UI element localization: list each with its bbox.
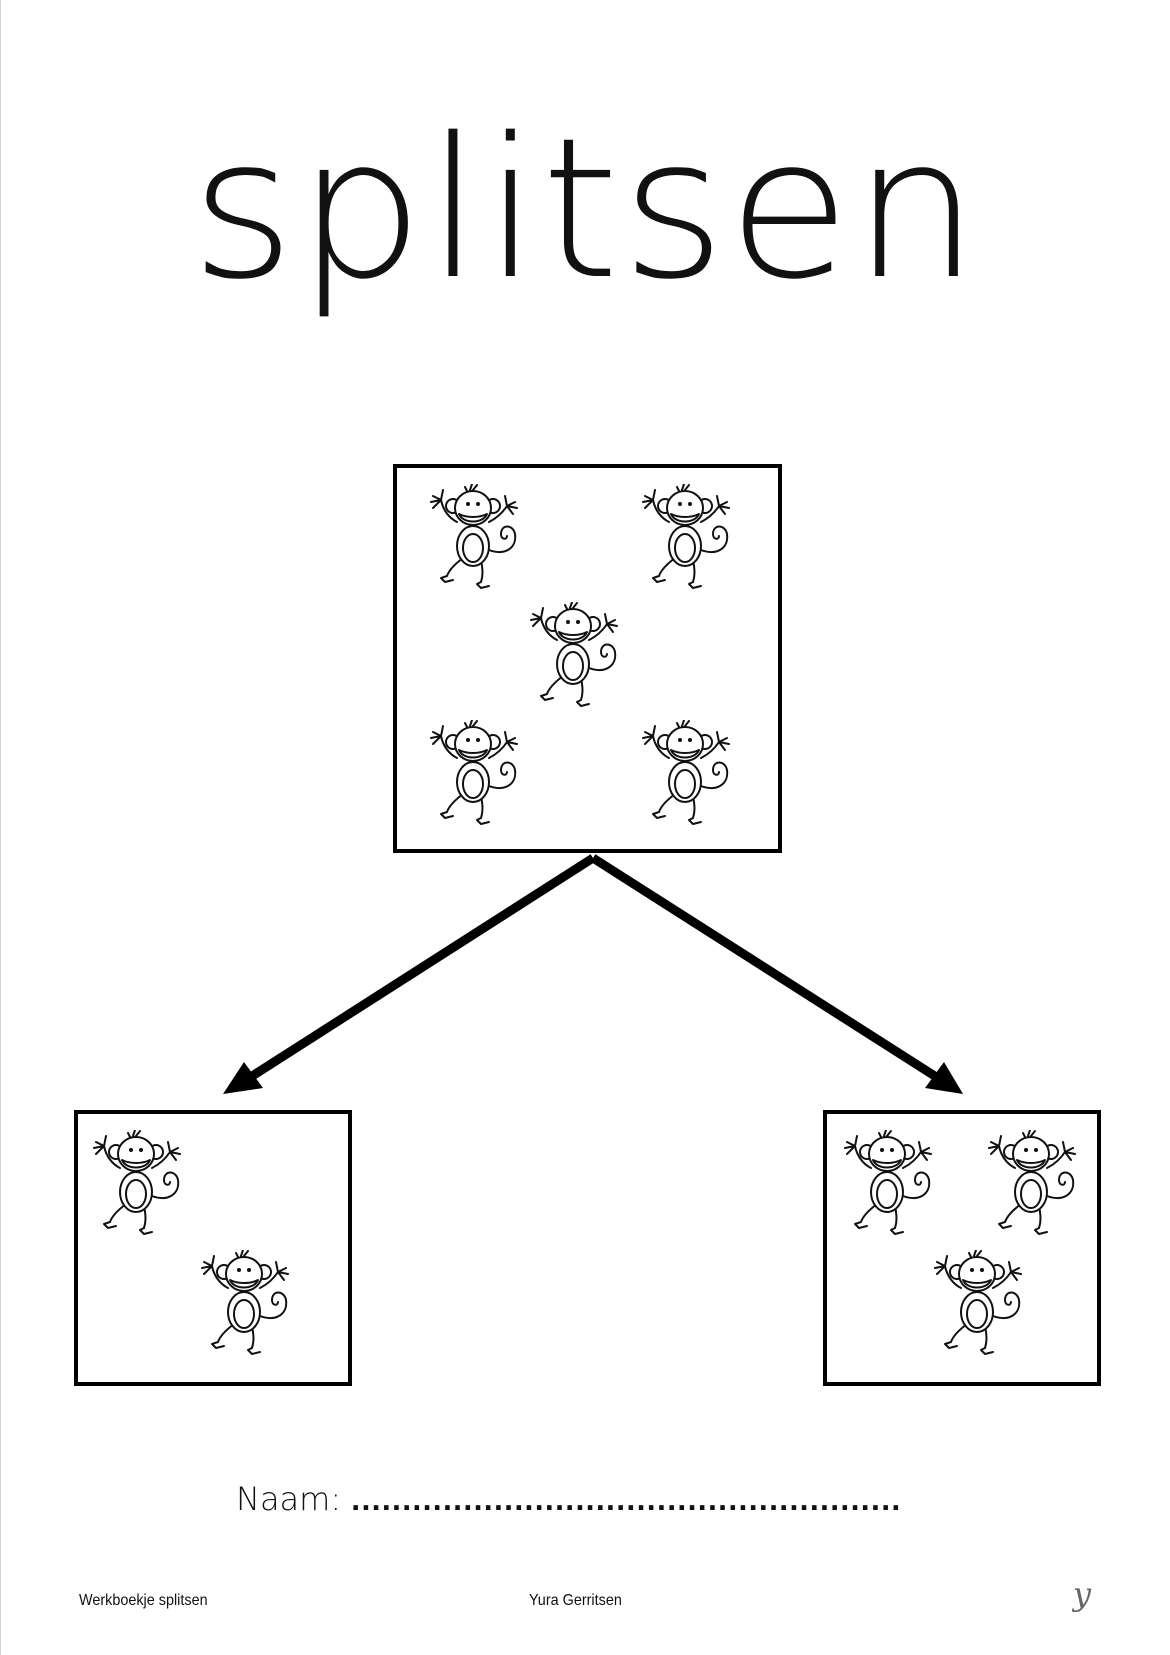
monkey-icon — [419, 484, 531, 592]
part-box-right — [823, 1110, 1101, 1386]
footer-author: Yura Gerritsen — [529, 1592, 622, 1609]
monkey-icon — [923, 1250, 1035, 1358]
arrowhead-right-icon — [925, 1062, 963, 1094]
name-dotted-line[interactable]: ........................................… — [351, 1481, 902, 1517]
monkey-icon — [419, 720, 531, 828]
monkey-icon — [519, 602, 631, 710]
arrow-to-left-box — [243, 854, 596, 1084]
page-title: splitsen — [190, 96, 982, 323]
footer-workbook-title: Werkboekje splitsen — [79, 1592, 208, 1609]
name-field[interactable]: Naam: ..................................… — [236, 1480, 902, 1518]
whole-box — [393, 464, 782, 853]
arrow-to-right-box — [590, 854, 944, 1084]
monkey-icon — [977, 1130, 1089, 1238]
monkey-icon — [82, 1130, 194, 1238]
monkey-icon — [190, 1250, 302, 1358]
monkey-icon — [833, 1130, 945, 1238]
name-label: Naam: — [236, 1480, 342, 1518]
monkey-icon — [631, 484, 743, 592]
author-logo-icon: y — [1073, 1575, 1092, 1613]
part-box-left — [74, 1110, 352, 1386]
monkey-icon — [631, 720, 743, 828]
arrowhead-left-icon — [223, 1062, 263, 1094]
